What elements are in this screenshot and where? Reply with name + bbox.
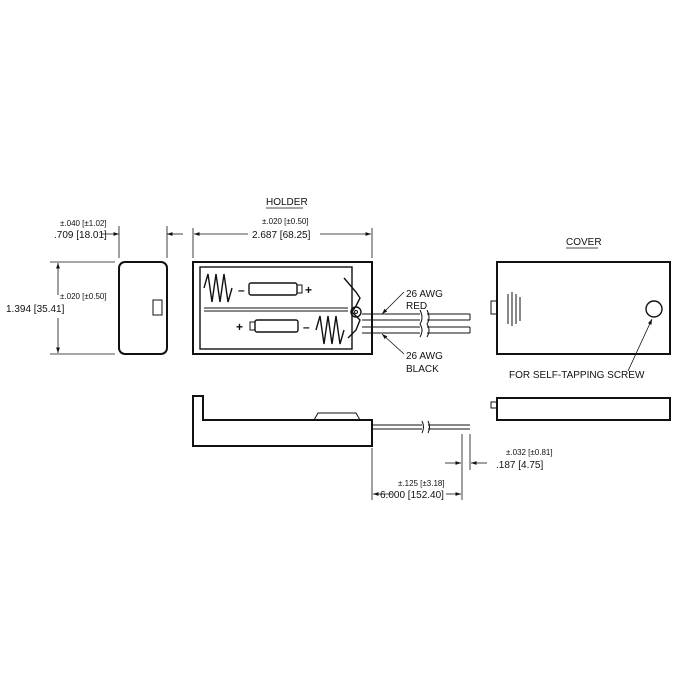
screw-note: FOR SELF-TAPPING SCREW [509,370,645,381]
side-width-tolerance: ±.040 [±1.02] [60,219,107,228]
wire-break-left [419,309,423,338]
side-lead-break-left [421,420,424,434]
top-spring [203,273,233,303]
side-width-dimension: .709 [18.01] [54,230,107,241]
cover-side-view [490,397,671,421]
side-view: ±.040 [±1.02] .709 [18.01] ±.020 [±0.50]… [6,219,183,355]
red-wire-color: RED [406,301,427,312]
side-lead-break-right [427,420,430,434]
lead-tolerance: ±.125 [±3.18] [398,479,445,488]
top-cell-terminal [296,284,303,294]
side-view-notch [152,299,163,316]
wire-leads: 26 AWG RED 26 AWG BLACK [362,289,471,375]
lead-length: 6.000 [152.40] [380,490,444,501]
switch-contact [343,277,361,339]
side-height-dimension: 1.394 [35.41] [6,304,65,315]
bottom-cell-plus: + [236,320,243,334]
red-wire-leader [381,291,405,315]
holder-side-body [192,395,373,447]
switch-pivot-core [354,310,358,314]
black-wire-leader [381,333,405,355]
holder-side-view [192,395,470,447]
cover-title: COVER [566,237,602,248]
bottom-cell [254,319,299,333]
cover-view: COVER FOR SELF-TAPPING SCREW [490,237,671,381]
bottom-spring [315,315,345,345]
black-wire-color: BLACK [406,364,439,375]
red-wire-gauge: 26 AWG [406,289,443,300]
cover-side-body [496,397,671,421]
switch-pivot [350,306,362,318]
holder-view: HOLDER ±.020 [±0.50] 2.687 [68.25] – + +… [192,197,373,355]
top-cell-minus: – [238,283,245,297]
holder-title: HOLDER [266,197,308,208]
top-cell-plus: + [305,283,312,297]
lower-dimensions: ±.032 [±0.81] .187 [4.75] ±.125 [±3.18] … [371,434,553,501]
holder-length-dimension: 2.687 [68.25] [252,230,311,241]
side-height-tolerance: ±.020 [±0.50] [60,292,107,301]
cover-side-hook [490,401,497,409]
black-wire-gauge: 26 AWG [406,351,443,362]
screw-leader [627,318,653,372]
cover-latch [490,300,498,315]
cover-body [496,261,671,355]
holder-side-switch [313,412,361,421]
strip-length: .187 [4.75] [496,460,543,471]
holder-length-tolerance: ±.020 [±0.50] [262,217,309,226]
side-view-body [118,261,168,355]
screw-hole [645,300,663,318]
bottom-cell-minus: – [303,320,310,334]
strip-tolerance: ±.032 [±0.81] [506,448,553,457]
